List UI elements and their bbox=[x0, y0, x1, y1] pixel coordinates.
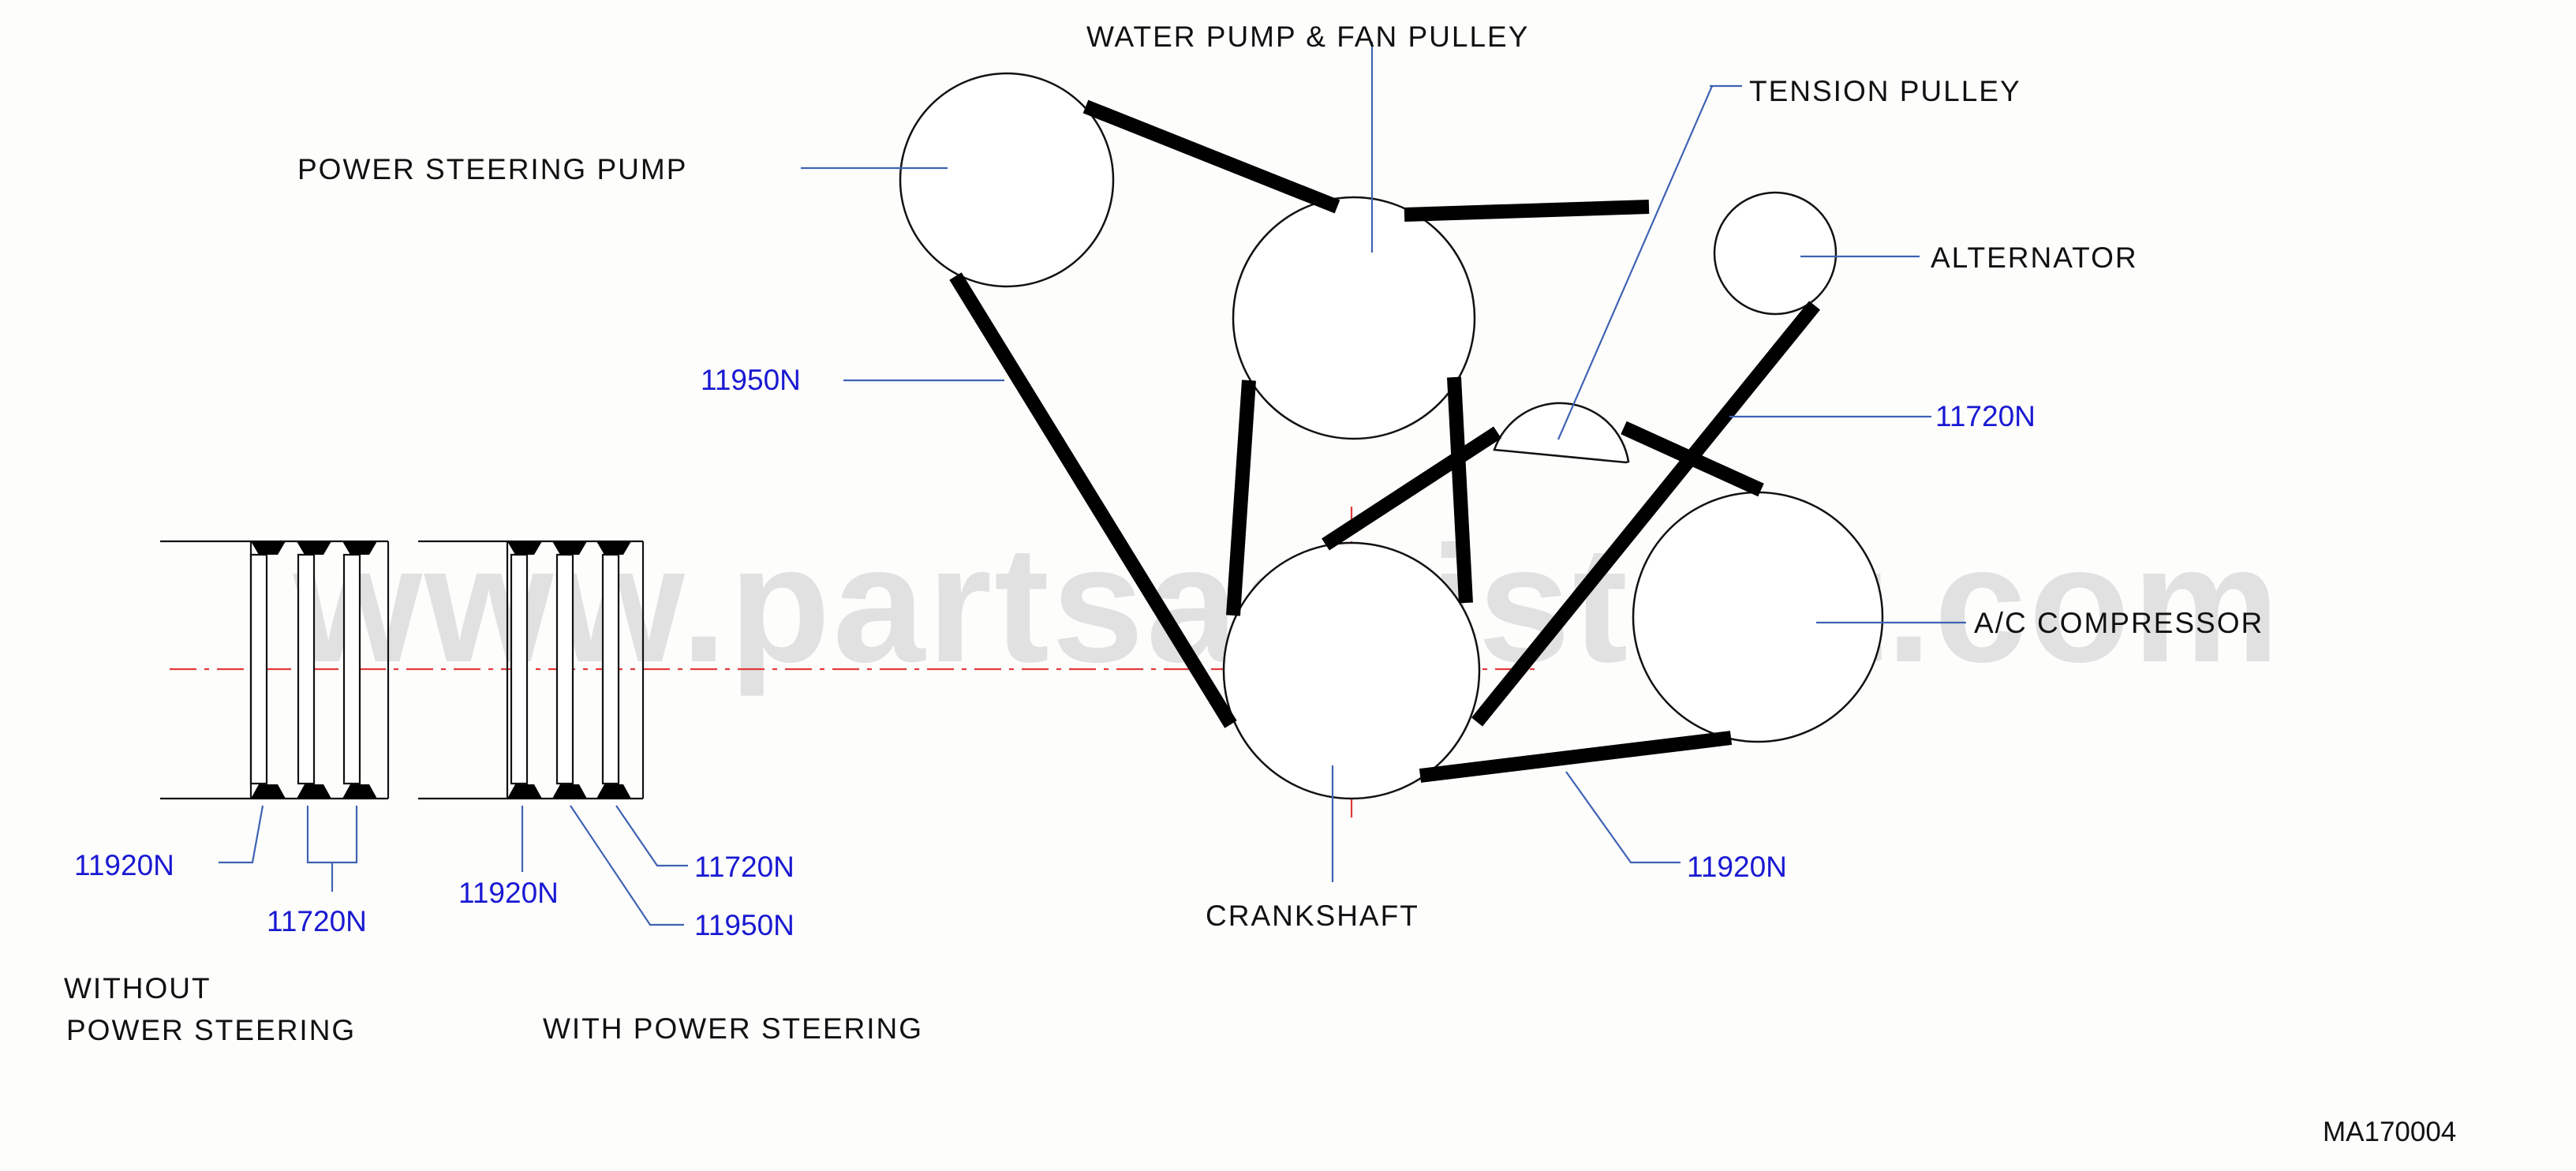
with-ps-part-a: 11920N bbox=[458, 877, 559, 909]
tension-pulley-label: TENSION PULLEY bbox=[1749, 75, 2021, 107]
power-steering-belt bbox=[949, 99, 1340, 728]
power-steering-pump-label: POWER STEERING PUMP bbox=[297, 153, 687, 185]
water-pump-label: WATER PUMP & FAN PULLEY bbox=[1086, 21, 1529, 53]
leader-lines bbox=[219, 42, 1966, 926]
cross-section-without-power-steering bbox=[160, 540, 390, 800]
without-ps-title-line2: POWER STEERING bbox=[66, 1014, 356, 1046]
without-ps-part-a: 11920N bbox=[74, 849, 174, 881]
water-pump-fan-pulley bbox=[1232, 196, 1476, 440]
with-ps-title: WITH POWER STEERING bbox=[543, 1012, 923, 1045]
alternator-label: ALTERNATOR bbox=[1931, 241, 2138, 274]
without-ps-part-b: 11720N bbox=[267, 905, 367, 937]
alternator-belt bbox=[1226, 200, 1820, 727]
crankshaft-pulley bbox=[1222, 541, 1481, 800]
diagram-code: MA170004 bbox=[2323, 1117, 2456, 1147]
crankshaft-label: CRANKSHAFT bbox=[1206, 900, 1419, 932]
with-ps-part-c: 11950N bbox=[694, 909, 794, 941]
with-ps-part-b: 11720N bbox=[694, 851, 794, 883]
ac-compressor-label: A/C COMPRESSOR bbox=[1974, 607, 2264, 639]
power-steering-pump-pulley bbox=[899, 72, 1115, 288]
compressor-belt-number: 11920N bbox=[1687, 851, 1787, 883]
alternator-pulley bbox=[1713, 191, 1838, 316]
compressor-belt bbox=[1322, 421, 1764, 783]
alternator-belt-number: 11720N bbox=[1935, 400, 2036, 432]
without-ps-title-line1: WITHOUT bbox=[64, 972, 211, 1005]
ac-compressor-pulley bbox=[1632, 491, 1884, 743]
power-steering-belt-number: 11950N bbox=[701, 364, 801, 396]
cross-section-with-power-steering bbox=[418, 540, 645, 800]
